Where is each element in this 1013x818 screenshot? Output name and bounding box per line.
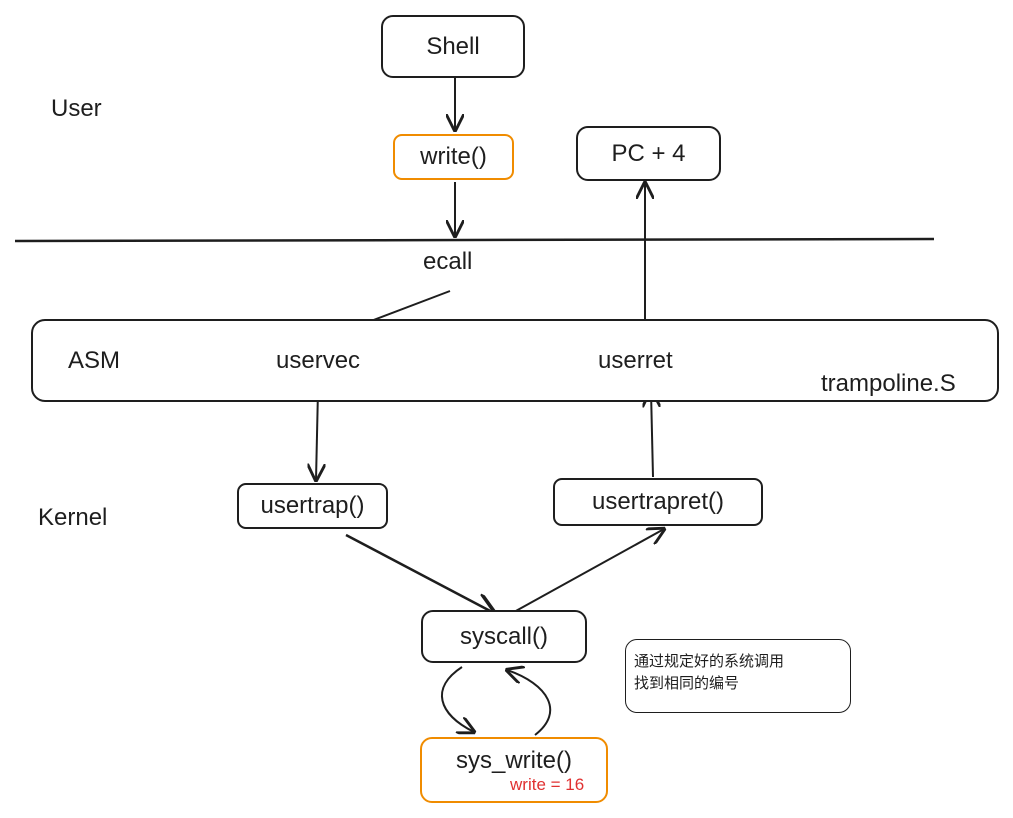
asm-label: ASM — [68, 347, 121, 374]
lookup-note: 通过规定好的系统调用 找到相同的编号 — [625, 639, 851, 713]
uservec-label: uservec — [276, 347, 361, 374]
node-shell[interactable]: Shell — [381, 15, 525, 78]
arrow-syswrite-to-syscall — [507, 670, 552, 736]
arrow-usertrapret-to-userret — [651, 391, 653, 478]
trampoline-file-label: trampoline.S — [821, 370, 956, 397]
node-usertrapret-label: usertrapret() — [591, 488, 725, 515]
arrow-syscall-to-usertrapret — [513, 529, 664, 613]
zone-label-kernel: Kernel — [38, 504, 108, 531]
node-pc-plus-4[interactable]: PC + 4 — [576, 126, 721, 181]
trampoline-container[interactable] — [31, 319, 999, 402]
node-usertrap-label: usertrap() — [260, 492, 365, 519]
user-kernel-divider — [14, 237, 935, 243]
arrow-uservec-to-usertrap — [316, 389, 318, 480]
lookup-note-line-2: 找到相同的编号 — [634, 674, 740, 692]
node-shell-label: Shell — [426, 32, 480, 60]
zone-label-user: User — [51, 95, 102, 122]
node-usertrap[interactable]: usertrap() — [237, 483, 388, 529]
node-write-label: write() — [420, 143, 487, 170]
node-syscall[interactable]: syscall() — [421, 610, 587, 663]
write-number-annotation: write = 16 — [510, 775, 585, 794]
node-sys-write-label: sys_write() — [455, 747, 572, 774]
arrow-usertrap-to-syscall — [345, 533, 494, 613]
userret-label: userret — [598, 347, 673, 374]
node-sys-write[interactable]: sys_write() — [420, 737, 608, 803]
ecall-label: ecall — [423, 248, 473, 275]
node-pc-label: PC + 4 — [611, 139, 686, 167]
node-syscall-label: syscall() — [460, 622, 548, 650]
arrow-syscall-to-syswrite — [441, 666, 474, 732]
lookup-note-line-1: 通过规定好的系统调用 — [634, 652, 785, 670]
node-usertrapret[interactable]: usertrapret() — [553, 478, 763, 526]
node-write[interactable]: write() — [393, 134, 514, 180]
